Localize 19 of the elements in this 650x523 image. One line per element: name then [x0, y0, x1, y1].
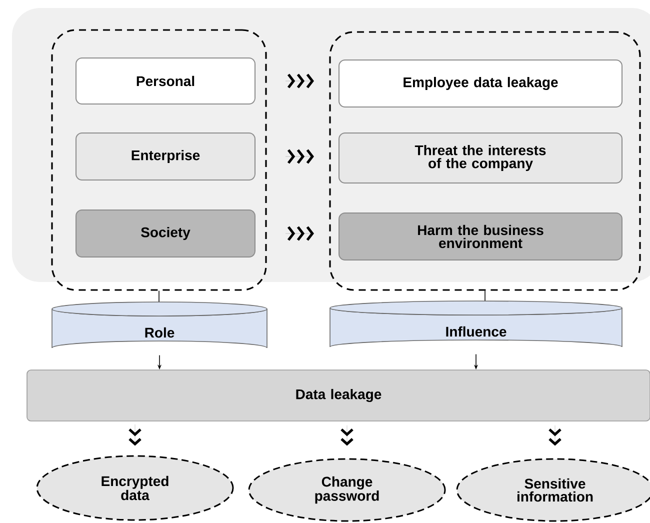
- chevron-arrow: [340, 425, 354, 446]
- cylinder: Role: [52, 302, 268, 348]
- process-box: Enterprise: [76, 132, 256, 180]
- process-box: Employee data leakage: [338, 60, 622, 108]
- chevron-arrow: [128, 424, 142, 446]
- chevron-arrow: [285, 74, 314, 88]
- chevron-arrow: [285, 226, 314, 241]
- cylinder: Influence: [330, 300, 622, 348]
- process-box: Personal: [76, 58, 256, 104]
- process-box: Threat the interests of the company: [338, 132, 622, 184]
- dashed-group: [329, 31, 641, 291]
- dashed-group: [51, 29, 267, 291]
- process-box: Society: [76, 210, 256, 258]
- connector-line: [484, 290, 486, 302]
- process-box: Harm the business environment: [338, 212, 622, 260]
- connector-line: [158, 290, 160, 302]
- chevron-arrow: [285, 149, 314, 164]
- chevron-arrow: [548, 425, 562, 446]
- process-bar: Data leakage: [26, 370, 650, 422]
